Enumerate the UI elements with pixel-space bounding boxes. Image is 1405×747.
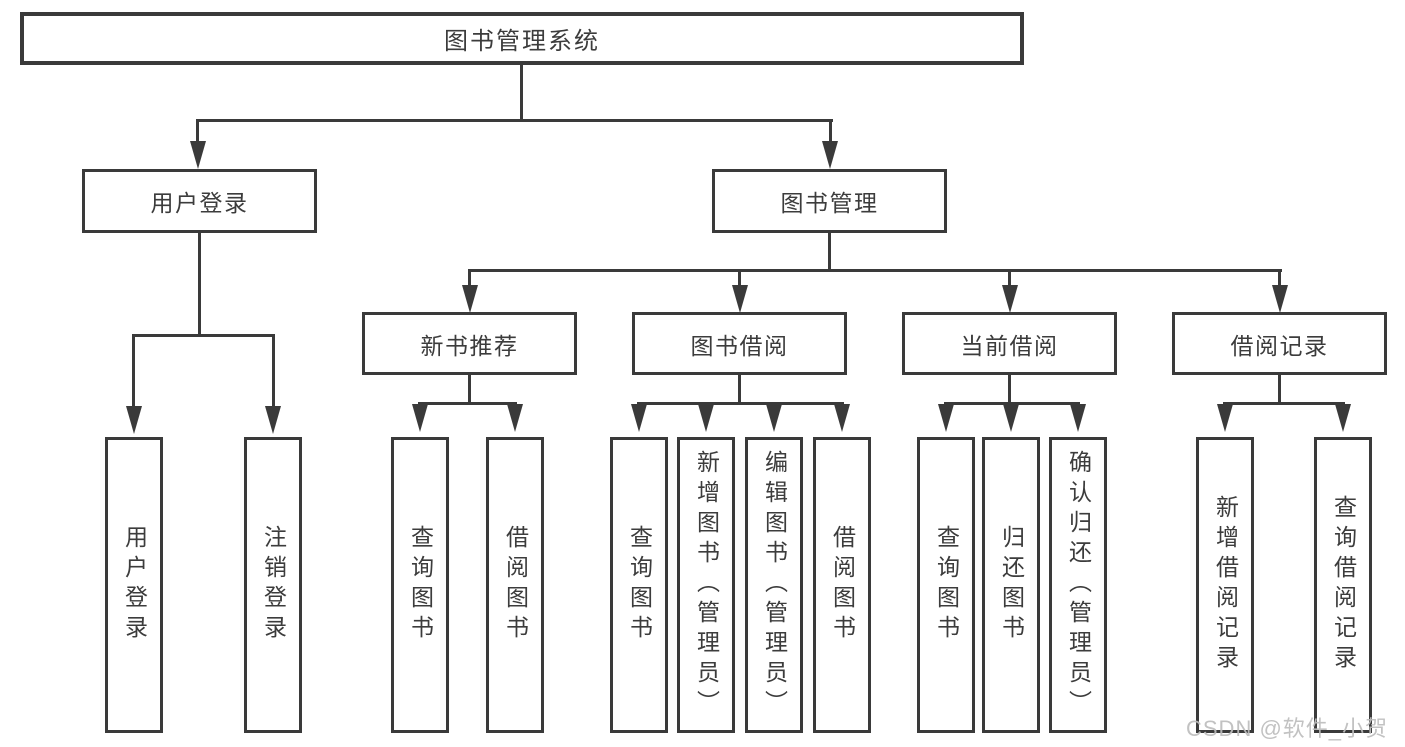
connector-stem <box>468 373 471 404</box>
connector-rail <box>418 402 517 405</box>
connector-drop <box>468 269 471 288</box>
arrowhead <box>1070 404 1086 432</box>
leaf-add-book-admin: 新增图书（管理员） <box>677 437 735 733</box>
node-label: 当前借阅 <box>960 332 1059 359</box>
node-label: 确认归还（管理员） <box>1065 450 1092 720</box>
connector-drop <box>1008 269 1011 288</box>
csdn-watermark: CSDN @软件_小贺同学 <box>1186 716 1389 741</box>
leaf-query-borrow-record: 查询借阅记录 <box>1314 437 1372 733</box>
arrowhead <box>126 406 142 434</box>
node-label: 查询图书 <box>626 525 653 645</box>
arrowhead <box>834 404 850 432</box>
leaf-borrow-books-borrowing: 借阅图书 <box>813 437 871 733</box>
node-label: 借阅图书 <box>502 525 529 645</box>
node-label: 用户登录 <box>121 525 148 645</box>
node-label: 借阅图书 <box>829 525 856 645</box>
node-label: 新书推荐 <box>420 332 519 359</box>
arrowhead <box>938 404 954 432</box>
connector-drop <box>132 334 135 408</box>
node-label: 注销登录 <box>260 525 287 645</box>
node-library-management-system: 图书管理系统 <box>20 12 1024 65</box>
leaf-query-books-recommend: 查询图书 <box>391 437 449 733</box>
connector-level3-rail <box>468 269 1282 272</box>
connector-user-login-rail <box>132 334 275 337</box>
connector-rail <box>944 402 1080 405</box>
connector-level1-rail <box>196 119 833 122</box>
node-user-login: 用户登录 <box>82 169 317 233</box>
arrowhead <box>462 285 478 313</box>
connector-root-stem <box>520 63 523 121</box>
node-new-book-recommend: 新书推荐 <box>362 312 577 375</box>
node-label: 图书借阅 <box>690 332 789 359</box>
arrowhead <box>1335 404 1351 432</box>
connector-stem <box>738 373 741 404</box>
leaf-confirm-return-admin: 确认归还（管理员） <box>1049 437 1107 733</box>
node-label: 用户登录 <box>150 190 249 216</box>
leaf-user-login: 用户登录 <box>105 437 163 733</box>
node-label: 归还图书 <box>998 525 1025 645</box>
connector-drop <box>1278 269 1281 288</box>
node-label: 新增图书（管理员） <box>693 450 720 720</box>
node-label: 借阅记录 <box>1230 332 1329 359</box>
connector-stem <box>1008 373 1011 404</box>
arrowhead <box>1272 285 1288 313</box>
leaf-add-borrow-record: 新增借阅记录 <box>1196 437 1254 733</box>
node-label: 图书管理 <box>780 190 879 216</box>
connector-drop <box>738 269 741 288</box>
connector-drop <box>196 119 199 145</box>
connector-stem <box>1278 373 1281 404</box>
arrowhead <box>412 404 428 432</box>
connector-book-mgmt-stem <box>828 231 831 272</box>
arrowhead <box>265 406 281 434</box>
node-label: 编辑图书（管理员） <box>761 450 788 720</box>
node-book-borrowing: 图书借阅 <box>632 312 847 375</box>
node-label: 查询图书 <box>407 525 434 645</box>
arrowhead <box>631 404 647 432</box>
leaf-query-books-current: 查询图书 <box>917 437 975 733</box>
arrowhead <box>190 141 206 169</box>
node-book-management: 图书管理 <box>712 169 947 233</box>
arrowhead <box>698 404 714 432</box>
connector-rail <box>1223 402 1345 405</box>
node-label: 查询借阅记录 <box>1330 495 1357 675</box>
node-label: 新增借阅记录 <box>1212 495 1239 675</box>
connector-drop <box>829 119 832 145</box>
node-current-borrowing: 当前借阅 <box>902 312 1117 375</box>
arrowhead <box>1217 404 1233 432</box>
node-borrowing-records: 借阅记录 <box>1172 312 1387 375</box>
node-label: 查询图书 <box>933 525 960 645</box>
leaf-borrow-books-recommend: 借阅图书 <box>486 437 544 733</box>
arrowhead <box>507 404 523 432</box>
arrowhead <box>766 404 782 432</box>
arrowhead <box>1003 404 1019 432</box>
arrowhead <box>822 141 838 169</box>
leaf-logout: 注销登录 <box>244 437 302 733</box>
connector-drop <box>272 334 275 408</box>
leaf-return-book: 归还图书 <box>982 437 1040 733</box>
leaf-query-books-borrowing: 查询图书 <box>610 437 668 733</box>
connector-rail <box>637 402 844 405</box>
arrowhead <box>1002 285 1018 313</box>
node-label: 图书管理系统 <box>444 28 600 55</box>
connector-user-login-stem <box>198 231 201 336</box>
leaf-edit-book-admin: 编辑图书（管理员） <box>745 437 803 733</box>
arrowhead <box>732 285 748 313</box>
